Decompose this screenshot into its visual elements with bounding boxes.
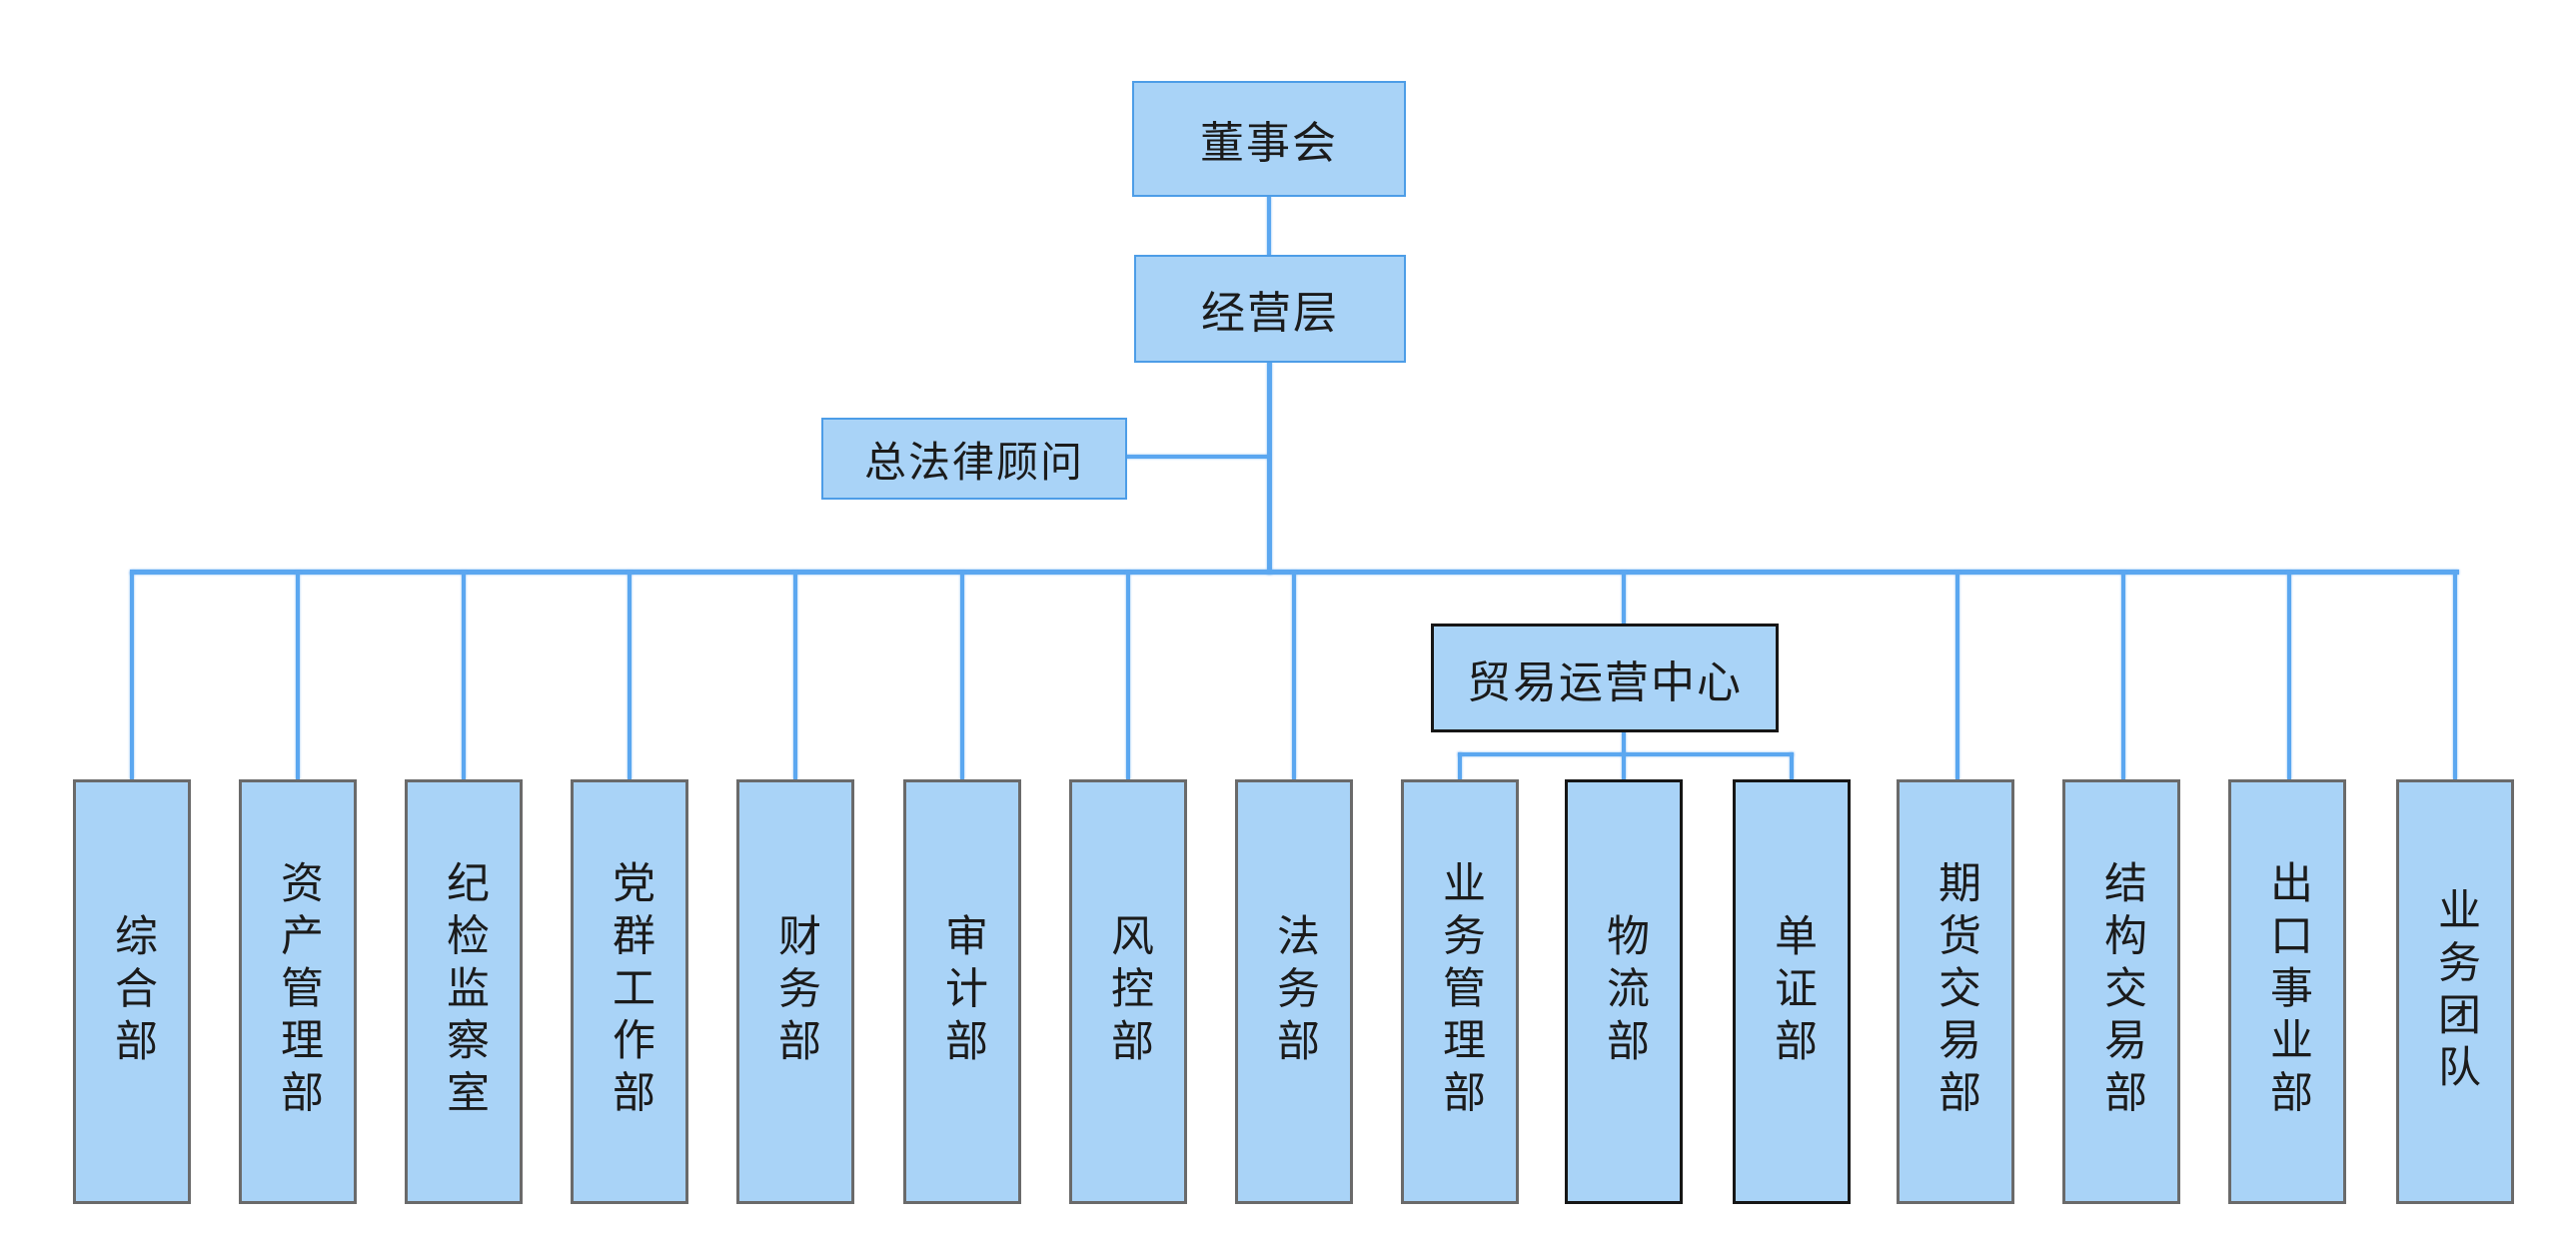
dept-label: 风控部 <box>1104 912 1153 1071</box>
dept-label: 期货交易部 <box>1932 860 1980 1123</box>
connector-trunk <box>1267 361 1272 575</box>
dept-box-logistics: 物流部 <box>1565 779 1683 1204</box>
node-management-layer: 经营层 <box>1134 255 1406 363</box>
drop-line-trade-center <box>1622 572 1626 626</box>
dept-box-asset-management: 资产管理部 <box>239 779 357 1204</box>
dept-label: 出口事业部 <box>2263 860 2312 1123</box>
dept-box-legal-affairs: 法务部 <box>1235 779 1353 1204</box>
drop-line-dept-1 <box>130 572 134 779</box>
dept-label: 资产管理部 <box>274 860 323 1123</box>
node-trade-operations-center: 贸易运营中心 <box>1431 624 1779 732</box>
dept-label: 纪检监察室 <box>440 860 489 1123</box>
dept-box-structured-trading: 结构交易部 <box>2062 779 2180 1204</box>
drop-line-dept-8 <box>1292 572 1296 779</box>
node-label: 总法律顾问 <box>863 438 1084 486</box>
connector-board-to-management <box>1267 195 1271 257</box>
dept-box-party-mass-work: 党群工作部 <box>571 779 688 1204</box>
drop-line-dept-12 <box>1955 572 1959 779</box>
dept-box-business-team: 业务团队 <box>2396 779 2514 1204</box>
drop-line-dept-6 <box>960 572 964 779</box>
dept-label: 物流部 <box>1600 912 1649 1071</box>
drop-line-dept-13 <box>2121 572 2125 779</box>
dept-box-general: 综合部 <box>73 779 191 1204</box>
drop-line-dept-14 <box>2287 572 2291 779</box>
dept-box-finance: 财务部 <box>736 779 854 1204</box>
dept-label: 法务部 <box>1270 912 1319 1071</box>
drop-line-dept-3 <box>462 572 466 779</box>
dept-label: 党群工作部 <box>606 860 654 1123</box>
dept-label: 业务团队 <box>2431 886 2480 1097</box>
dept-label: 单证部 <box>1768 912 1817 1071</box>
dept-box-documentation: 单证部 <box>1733 779 1851 1204</box>
dept-label: 业务管理部 <box>1436 860 1485 1123</box>
dept-box-export-division: 出口事业部 <box>2228 779 2346 1204</box>
drop-line-dept-4 <box>628 572 632 779</box>
dept-box-futures-trading: 期货交易部 <box>1897 779 2014 1204</box>
stub-below-trade-center <box>1622 730 1626 754</box>
node-label: 经营层 <box>1201 289 1339 338</box>
dept-box-audit: 审计部 <box>903 779 1021 1204</box>
dept-box-risk-control: 风控部 <box>1069 779 1187 1204</box>
drop-line-dept-5 <box>793 572 797 779</box>
dept-box-discipline-inspection: 纪检监察室 <box>405 779 523 1204</box>
node-label: 董事会 <box>1200 119 1338 168</box>
dept-label: 财务部 <box>771 912 820 1071</box>
dept-label: 审计部 <box>938 912 987 1071</box>
node-label: 贸易运营中心 <box>1467 657 1743 707</box>
node-board-of-directors: 董事会 <box>1132 81 1406 197</box>
drop-line-dept-2 <box>296 572 300 779</box>
dept-label: 综合部 <box>108 912 157 1071</box>
drop-line-dept-15 <box>2453 572 2457 779</box>
branch-documentation <box>1790 752 1794 781</box>
dept-label: 结构交易部 <box>2097 860 2146 1123</box>
drop-line-dept-7 <box>1126 572 1130 779</box>
branch-logistics <box>1622 752 1626 781</box>
dept-box-business-management: 业务管理部 <box>1401 779 1519 1204</box>
connector-legal-counsel <box>1125 455 1269 459</box>
connector-trade-center-children <box>1458 752 1794 756</box>
node-general-legal-counsel: 总法律顾问 <box>821 418 1127 500</box>
branch-business-management <box>1458 752 1462 781</box>
